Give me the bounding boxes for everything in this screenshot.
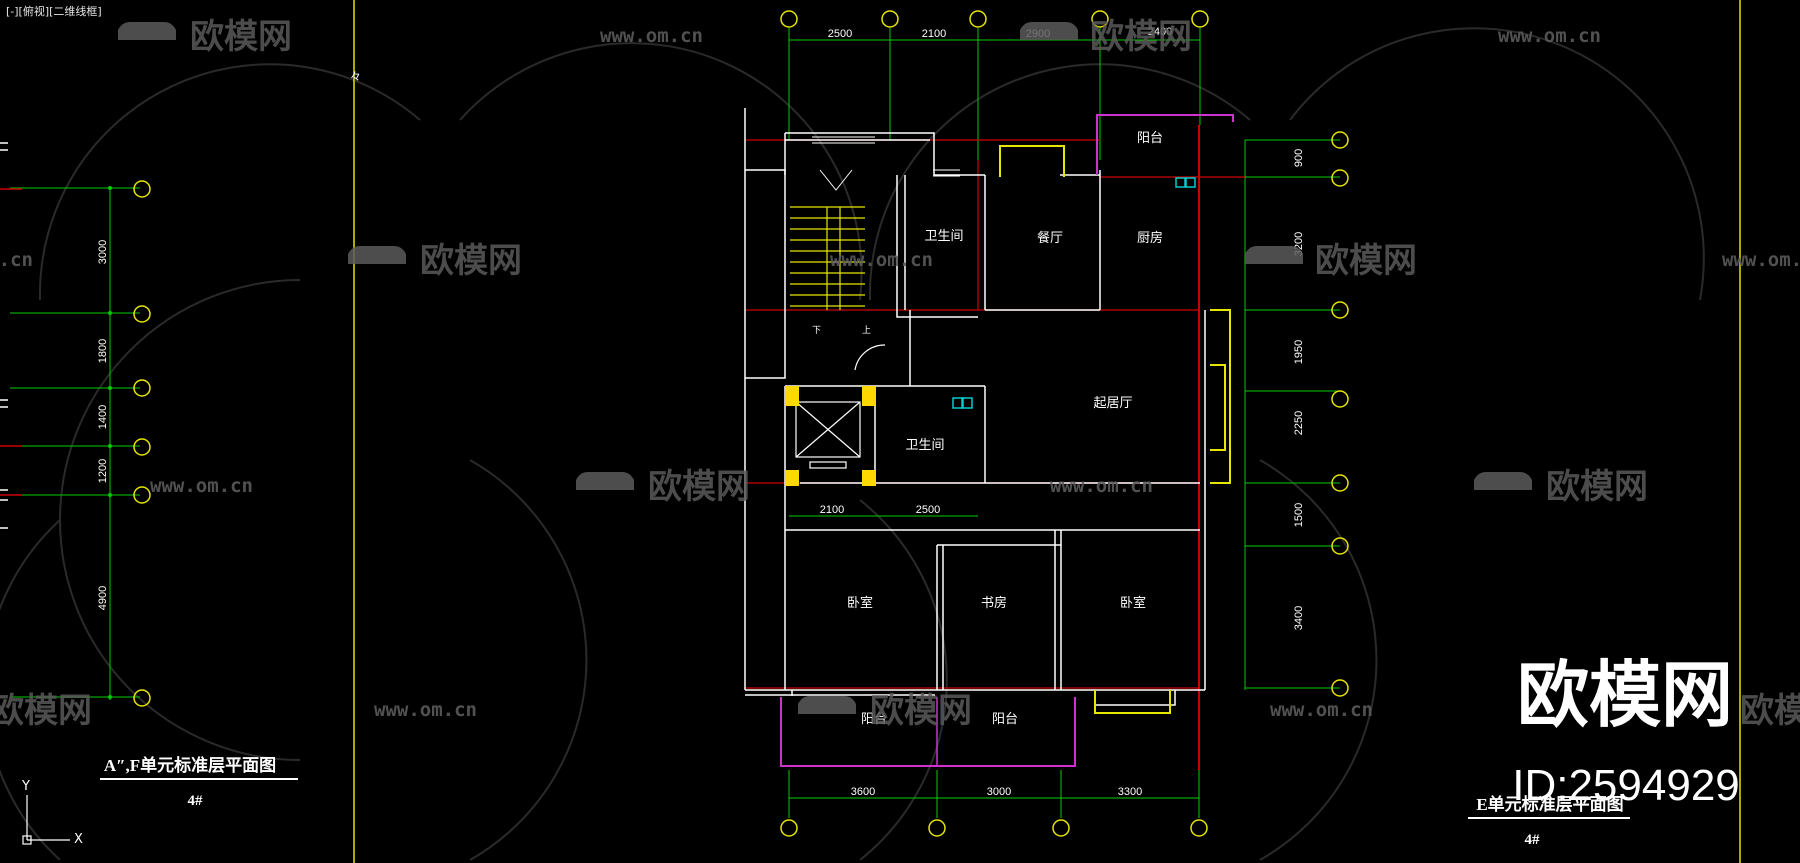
watermark-brand: 欧模网 [1740, 691, 1800, 731]
ucs-y-label: Y [21, 779, 30, 794]
watermark-brand: 欧模网 [1090, 17, 1192, 57]
room-bathroom-1: 卫生间 [924, 229, 963, 244]
left-plan-subtitle: 4# [188, 793, 204, 809]
viewport-frame-lines [353, 0, 1741, 863]
watermark-url: www.om.cn [1498, 25, 1601, 47]
top-dim-4: 2400 [1148, 26, 1172, 38]
room-dining: 餐厅 [1037, 230, 1063, 246]
right-plan-title: E单元标准层平面图 [1476, 794, 1623, 814]
right-dim-6: 3400 [1293, 606, 1305, 630]
balcony-top-outline [1096, 114, 1234, 175]
big-watermark-brand: 欧模网 [1517, 653, 1733, 737]
bottom-dim-3: 3300 [1118, 786, 1142, 798]
balcony-bottom-outline [780, 697, 1076, 767]
right-dim-1: 900 [1293, 149, 1305, 167]
watermark-url: www.om.cn [150, 475, 253, 497]
watermark-brands: 欧模网 欧模网 欧模网 欧模网 欧模网 欧模网 欧模网 欧模网 欧模网 [0, 17, 1800, 731]
room-bathroom-2: 卫生间 [905, 438, 944, 453]
room-bedroom-left: 卧室 [847, 595, 873, 611]
watermark-brand: 欧模网 [870, 691, 972, 731]
stair [790, 206, 865, 310]
top-dim-2: 2100 [922, 28, 946, 40]
bottom-dim-2: 3000 [987, 786, 1011, 798]
watermark-url: www.om.cn [1722, 249, 1800, 271]
room-balcony-bottom-right: 阳台 [992, 712, 1018, 727]
right-plan-subtitle: 4# [1525, 832, 1541, 848]
left-dim-1: 3000 [97, 240, 109, 264]
watermark-brand: 欧模网 [1315, 241, 1417, 281]
watermark-arcs [0, 27, 1705, 861]
watermark-urls: www.om.cn www.om.cn www.om.cn www.om.cn … [0, 25, 1800, 721]
ucs-icon: Y X [21, 779, 83, 847]
bottom-dim-1: 3600 [851, 786, 875, 798]
left-plan: 3000 1800 1400 1200 4900 A″,F单元标准层平面图 4# [0, 142, 298, 809]
watermark-url: www.om.cn [1270, 699, 1373, 721]
room-kitchen: 厨房 [1137, 230, 1163, 246]
room-living: 起居厅 [1093, 396, 1132, 411]
watermark-sofa-icons [118, 22, 1532, 714]
watermark-url: www.om.cn [374, 699, 477, 721]
watermark-brand: 欧模网 [1546, 467, 1648, 507]
inner-dim-1: 2100 [820, 504, 844, 516]
right-dim-5: 1500 [1293, 503, 1305, 527]
room-balcony-top: 阳台 [1137, 131, 1163, 146]
watermark-brand: 欧模网 [648, 467, 750, 507]
watermark-url: www.om.cn [0, 249, 33, 271]
left-dim-5: 4900 [97, 586, 109, 610]
viewport-controls-label[interactable]: [-][俯视][二维线框] [6, 5, 102, 18]
watermark-brand: 欧模网 [0, 691, 92, 731]
watermark-url: www.om.cn [830, 249, 933, 271]
left-plan-title: A″,F单元标准层平面图 [104, 755, 276, 775]
left-dim-2: 1800 [97, 339, 109, 363]
left-dim-4: 1200 [97, 459, 109, 483]
room-study: 书房 [981, 595, 1007, 611]
right-plan: 2500 2100 2900 2400 3600 3000 3300 2100 … [744, 10, 1630, 848]
watermark-brand: 欧模网 [190, 17, 292, 57]
watermark-brand: 欧模网 [420, 241, 522, 281]
elevator [795, 401, 861, 469]
room-bedroom-right: 卧室 [1120, 595, 1146, 611]
watermark-url: www.om.cn [600, 25, 703, 47]
right-dim-4: 2250 [1293, 411, 1305, 435]
watermark-url: www.om.cn [1050, 475, 1153, 497]
top-dim-1: 2500 [828, 28, 852, 40]
big-watermark-id: ID:2594929 [1512, 761, 1740, 810]
right-dim-3: 1950 [1293, 340, 1305, 364]
misc-mark: 々 [350, 70, 361, 83]
stair-up-label: 上 [862, 325, 871, 336]
inner-dim-2: 2500 [916, 504, 940, 516]
ucs-x-label: X [74, 832, 83, 847]
room-balcony-bottom-left: 阳台 [861, 712, 887, 727]
left-dim-3: 1400 [97, 405, 109, 429]
stair-down-label: 下 [812, 326, 821, 336]
